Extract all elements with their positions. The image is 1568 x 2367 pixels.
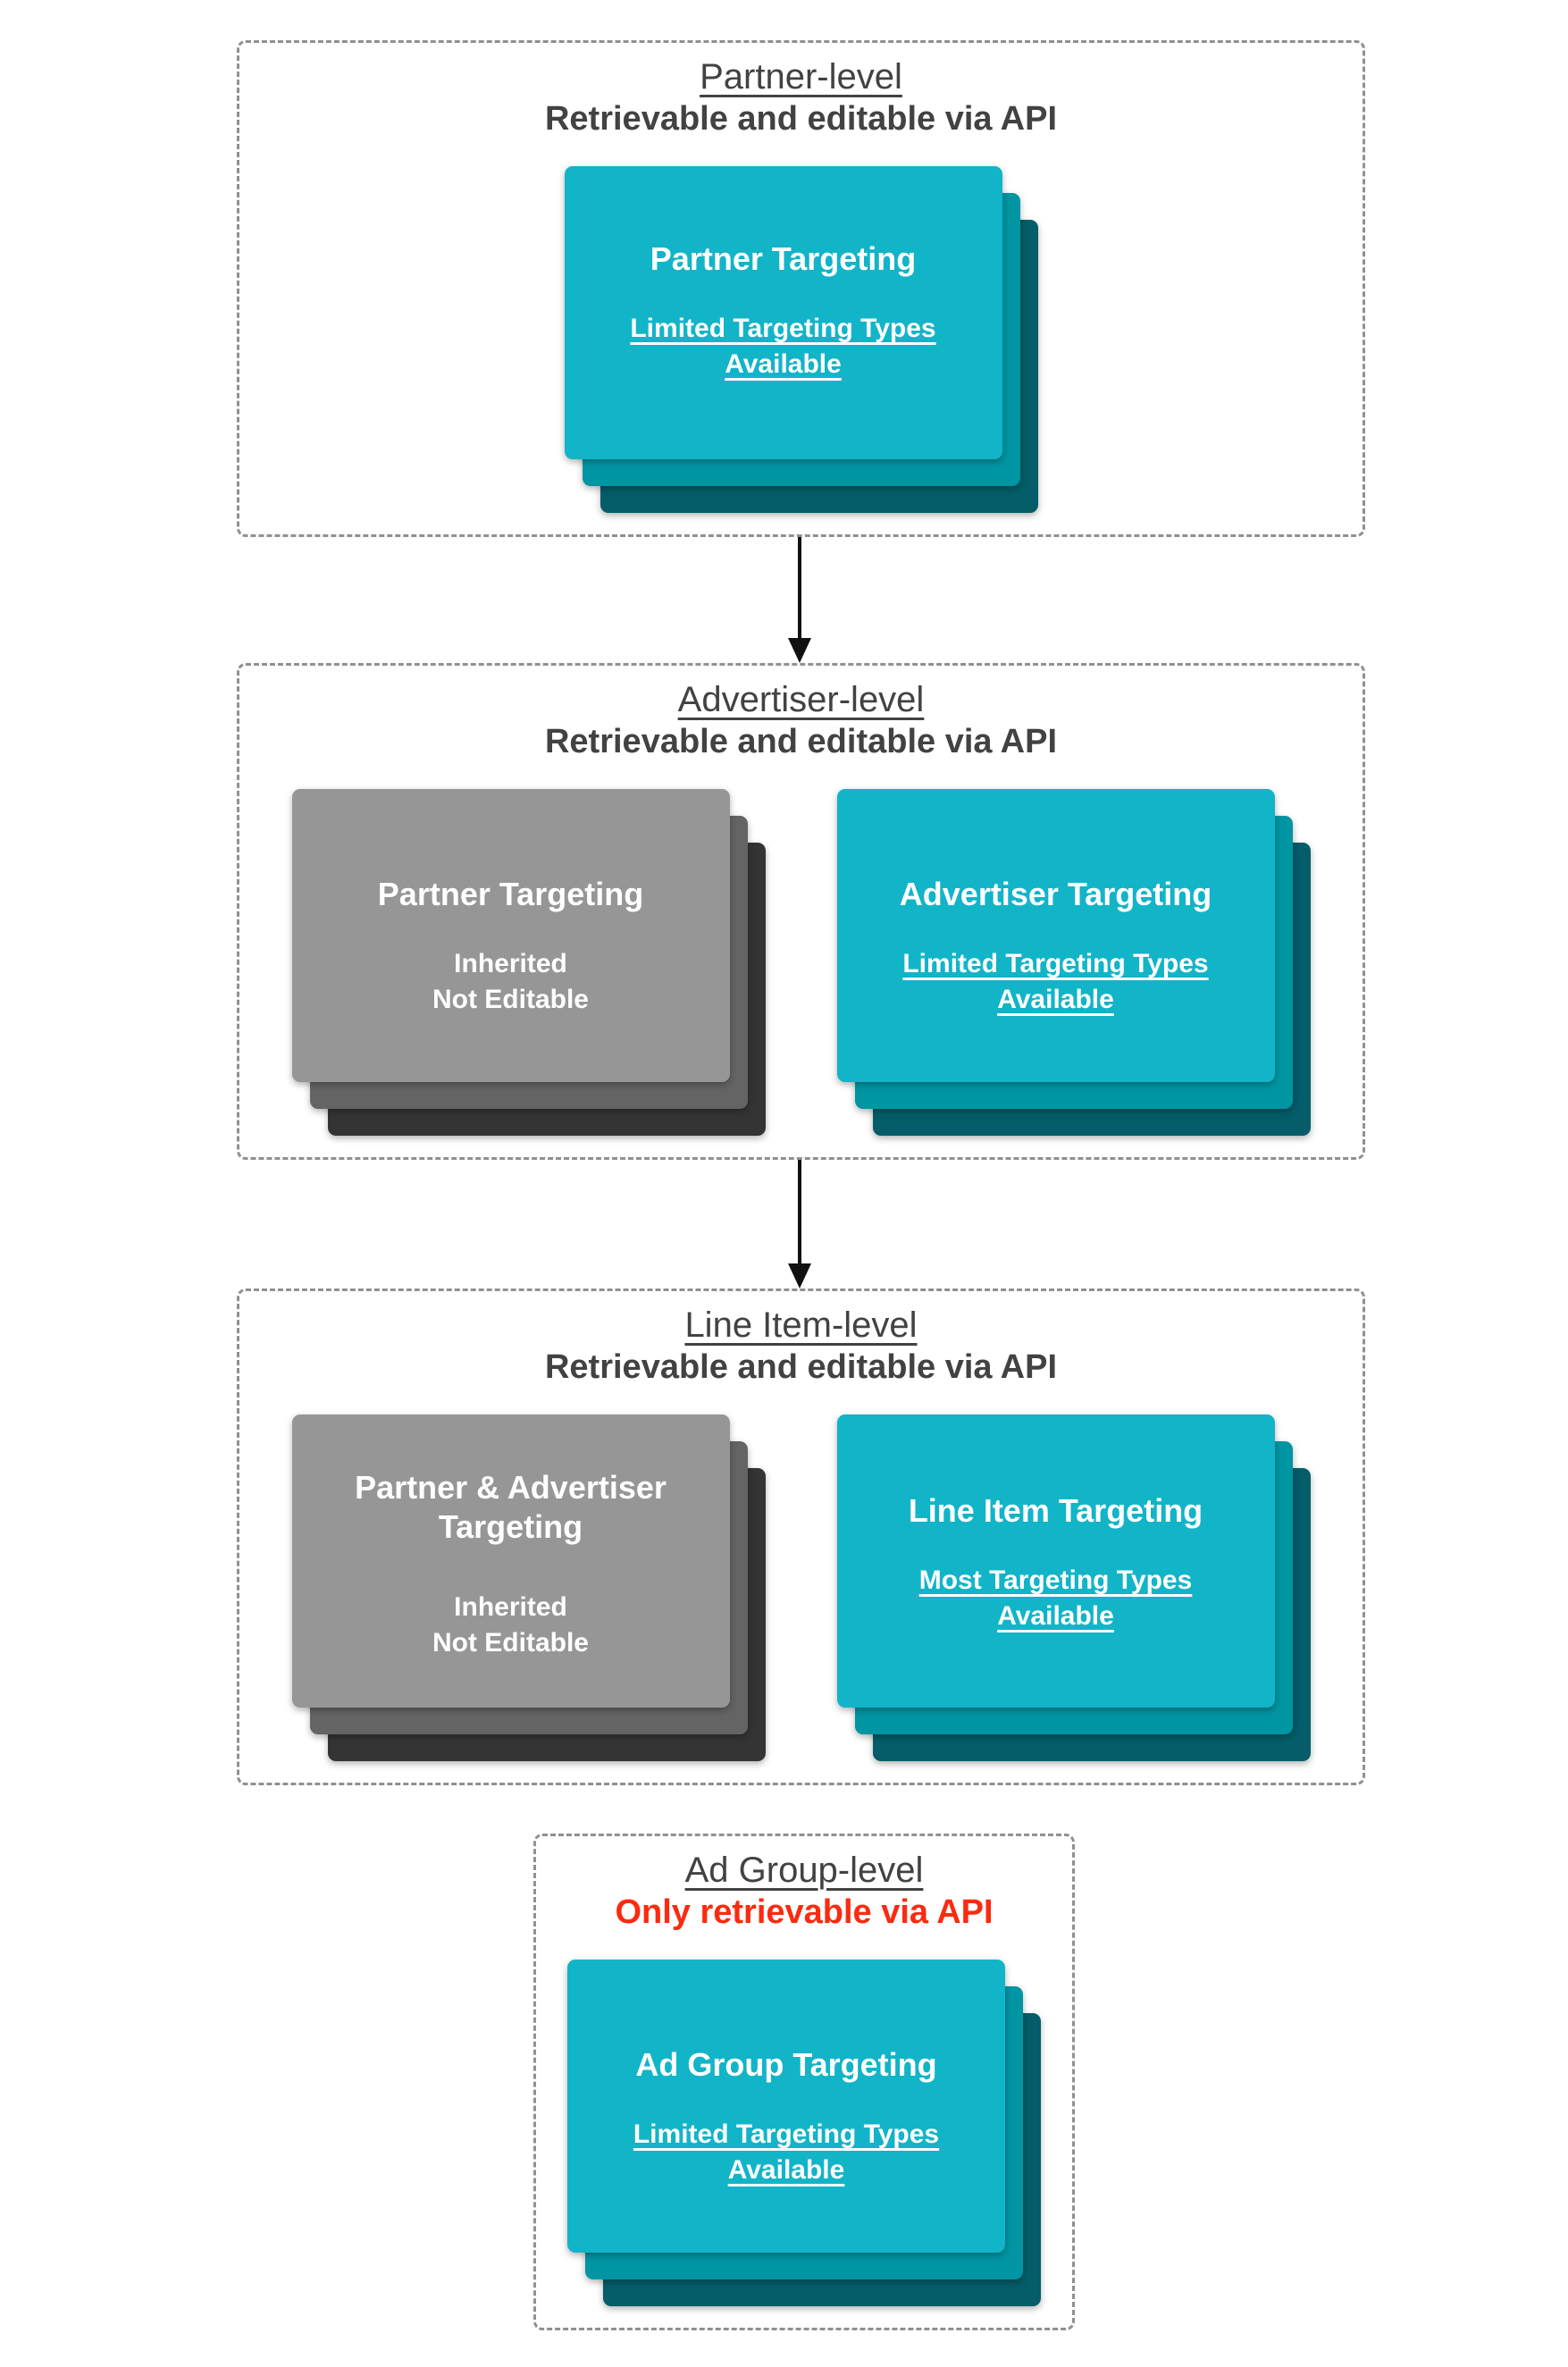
cards-row: Ad Group Targeting Limited Targeting Typ…	[536, 1960, 1072, 2306]
card-title: Partner & Advertiser Targeting	[355, 1469, 667, 1545]
card-subtitle-line: Available	[997, 1601, 1114, 1631]
section-title: Partner-level	[700, 57, 902, 97]
card-subtitle-line: Limited Targeting Types	[902, 949, 1209, 978]
card-stack-partner-advertiser-targeting: Partner & Advertiser Targeting Inherited…	[291, 1414, 766, 1761]
card-stack-line-item-targeting: Line Item Targeting Most Targeting Types…	[836, 1414, 1311, 1761]
arrow-head	[788, 638, 811, 663]
arrow-down-icon	[788, 537, 811, 663]
section-advertiser-level: Advertiser-level Retrievable and editabl…	[237, 663, 1365, 1160]
card-partner-targeting-inherited: Partner Targeting Inherited Not Editable	[291, 789, 730, 1082]
section-header: Partner-level Retrievable and editable v…	[239, 43, 1363, 139]
section-title: Line Item-level	[684, 1305, 918, 1345]
section-header: Line Item-level Retrievable and editable…	[239, 1291, 1363, 1388]
card-subtitle: Limited Targeting Types Available	[592, 2117, 980, 2188]
card-subtitle-line: Inherited	[454, 949, 567, 978]
section-subtitle: Retrievable and editable via API	[544, 100, 1058, 138]
card-subtitle: Limited Targeting Types Available	[590, 311, 977, 382]
card-partner-targeting: Partner Targeting Limited Targeting Type…	[564, 166, 1002, 459]
section-header: Ad Group-level Only retrievable via API	[536, 1836, 1072, 1933]
arrow-down-icon	[788, 1160, 811, 1288]
section-subtitle: Retrievable and editable via API	[544, 723, 1058, 760]
card-subtitle-line: Not Editable	[432, 1628, 589, 1658]
card-line-item-targeting: Line Item Targeting Most Targeting Types…	[836, 1414, 1275, 1708]
card-title: Advertiser Targeting	[899, 876, 1212, 912]
card-title: Partner Targeting	[650, 240, 917, 277]
section-ad-group-level: Ad Group-level Only retrievable via API …	[533, 1834, 1075, 2330]
card-stack-partner-targeting: Partner Targeting Limited Targeting Type…	[564, 166, 1038, 513]
card-subtitle: Inherited Not Editable	[317, 946, 705, 1018]
card-subtitle-line: Limited Targeting Types	[630, 314, 936, 343]
card-subtitle-line: Limited Targeting Types	[633, 2119, 940, 2149]
card-partner-advertiser-targeting: Partner & Advertiser Targeting Inherited…	[291, 1414, 730, 1708]
arrow-head	[788, 1263, 811, 1288]
card-stack-ad-group-targeting: Ad Group Targeting Limited Targeting Typ…	[567, 1960, 1041, 2306]
arrow-shaft	[798, 1160, 801, 1263]
section-title: Ad Group-level	[684, 1851, 924, 1890]
cards-row: Partner Targeting Limited Targeting Type…	[239, 166, 1363, 513]
card-title: Ad Group Targeting	[635, 2046, 937, 2083]
card-subtitle: Limited Targeting Types Available	[862, 946, 1250, 1018]
cards-row: Partner & Advertiser Targeting Inherited…	[239, 1414, 1363, 1761]
card-subtitle: Most Targeting Types Available	[862, 1563, 1250, 1634]
section-partner-level: Partner-level Retrievable and editable v…	[237, 40, 1365, 537]
section-subtitle: Retrievable and editable via API	[544, 1348, 1058, 1386]
card-stack-advertiser-targeting: Advertiser Targeting Limited Targeting T…	[836, 789, 1311, 1136]
card-subtitle-line: Available	[725, 349, 842, 379]
card-stack-partner-targeting-inherited: Partner Targeting Inherited Not Editable	[291, 789, 766, 1136]
card-subtitle-line: Available	[997, 985, 1114, 1014]
card-subtitle-line: Not Editable	[432, 985, 589, 1014]
cards-row: Partner Targeting Inherited Not Editable…	[239, 789, 1363, 1136]
section-line-item-level: Line Item-level Retrievable and editable…	[237, 1288, 1365, 1785]
card-title: Partner Targeting	[377, 876, 644, 912]
card-advertiser-targeting: Advertiser Targeting Limited Targeting T…	[836, 789, 1275, 1082]
section-header: Advertiser-level Retrievable and editabl…	[239, 666, 1363, 762]
card-subtitle-line: Inherited	[454, 1592, 567, 1622]
card-subtitle-line: Available	[727, 2155, 845, 2185]
card-subtitle: Inherited Not Editable	[317, 1590, 705, 1661]
card-subtitle-line: Most Targeting Types	[918, 1565, 1193, 1595]
arrow-shaft	[798, 537, 801, 638]
section-title: Advertiser-level	[677, 680, 925, 719]
section-subtitle: Only retrievable via API	[615, 1893, 994, 1931]
card-title: Line Item Targeting	[908, 1492, 1203, 1529]
card-ad-group-targeting: Ad Group Targeting Limited Targeting Typ…	[567, 1960, 1005, 2253]
